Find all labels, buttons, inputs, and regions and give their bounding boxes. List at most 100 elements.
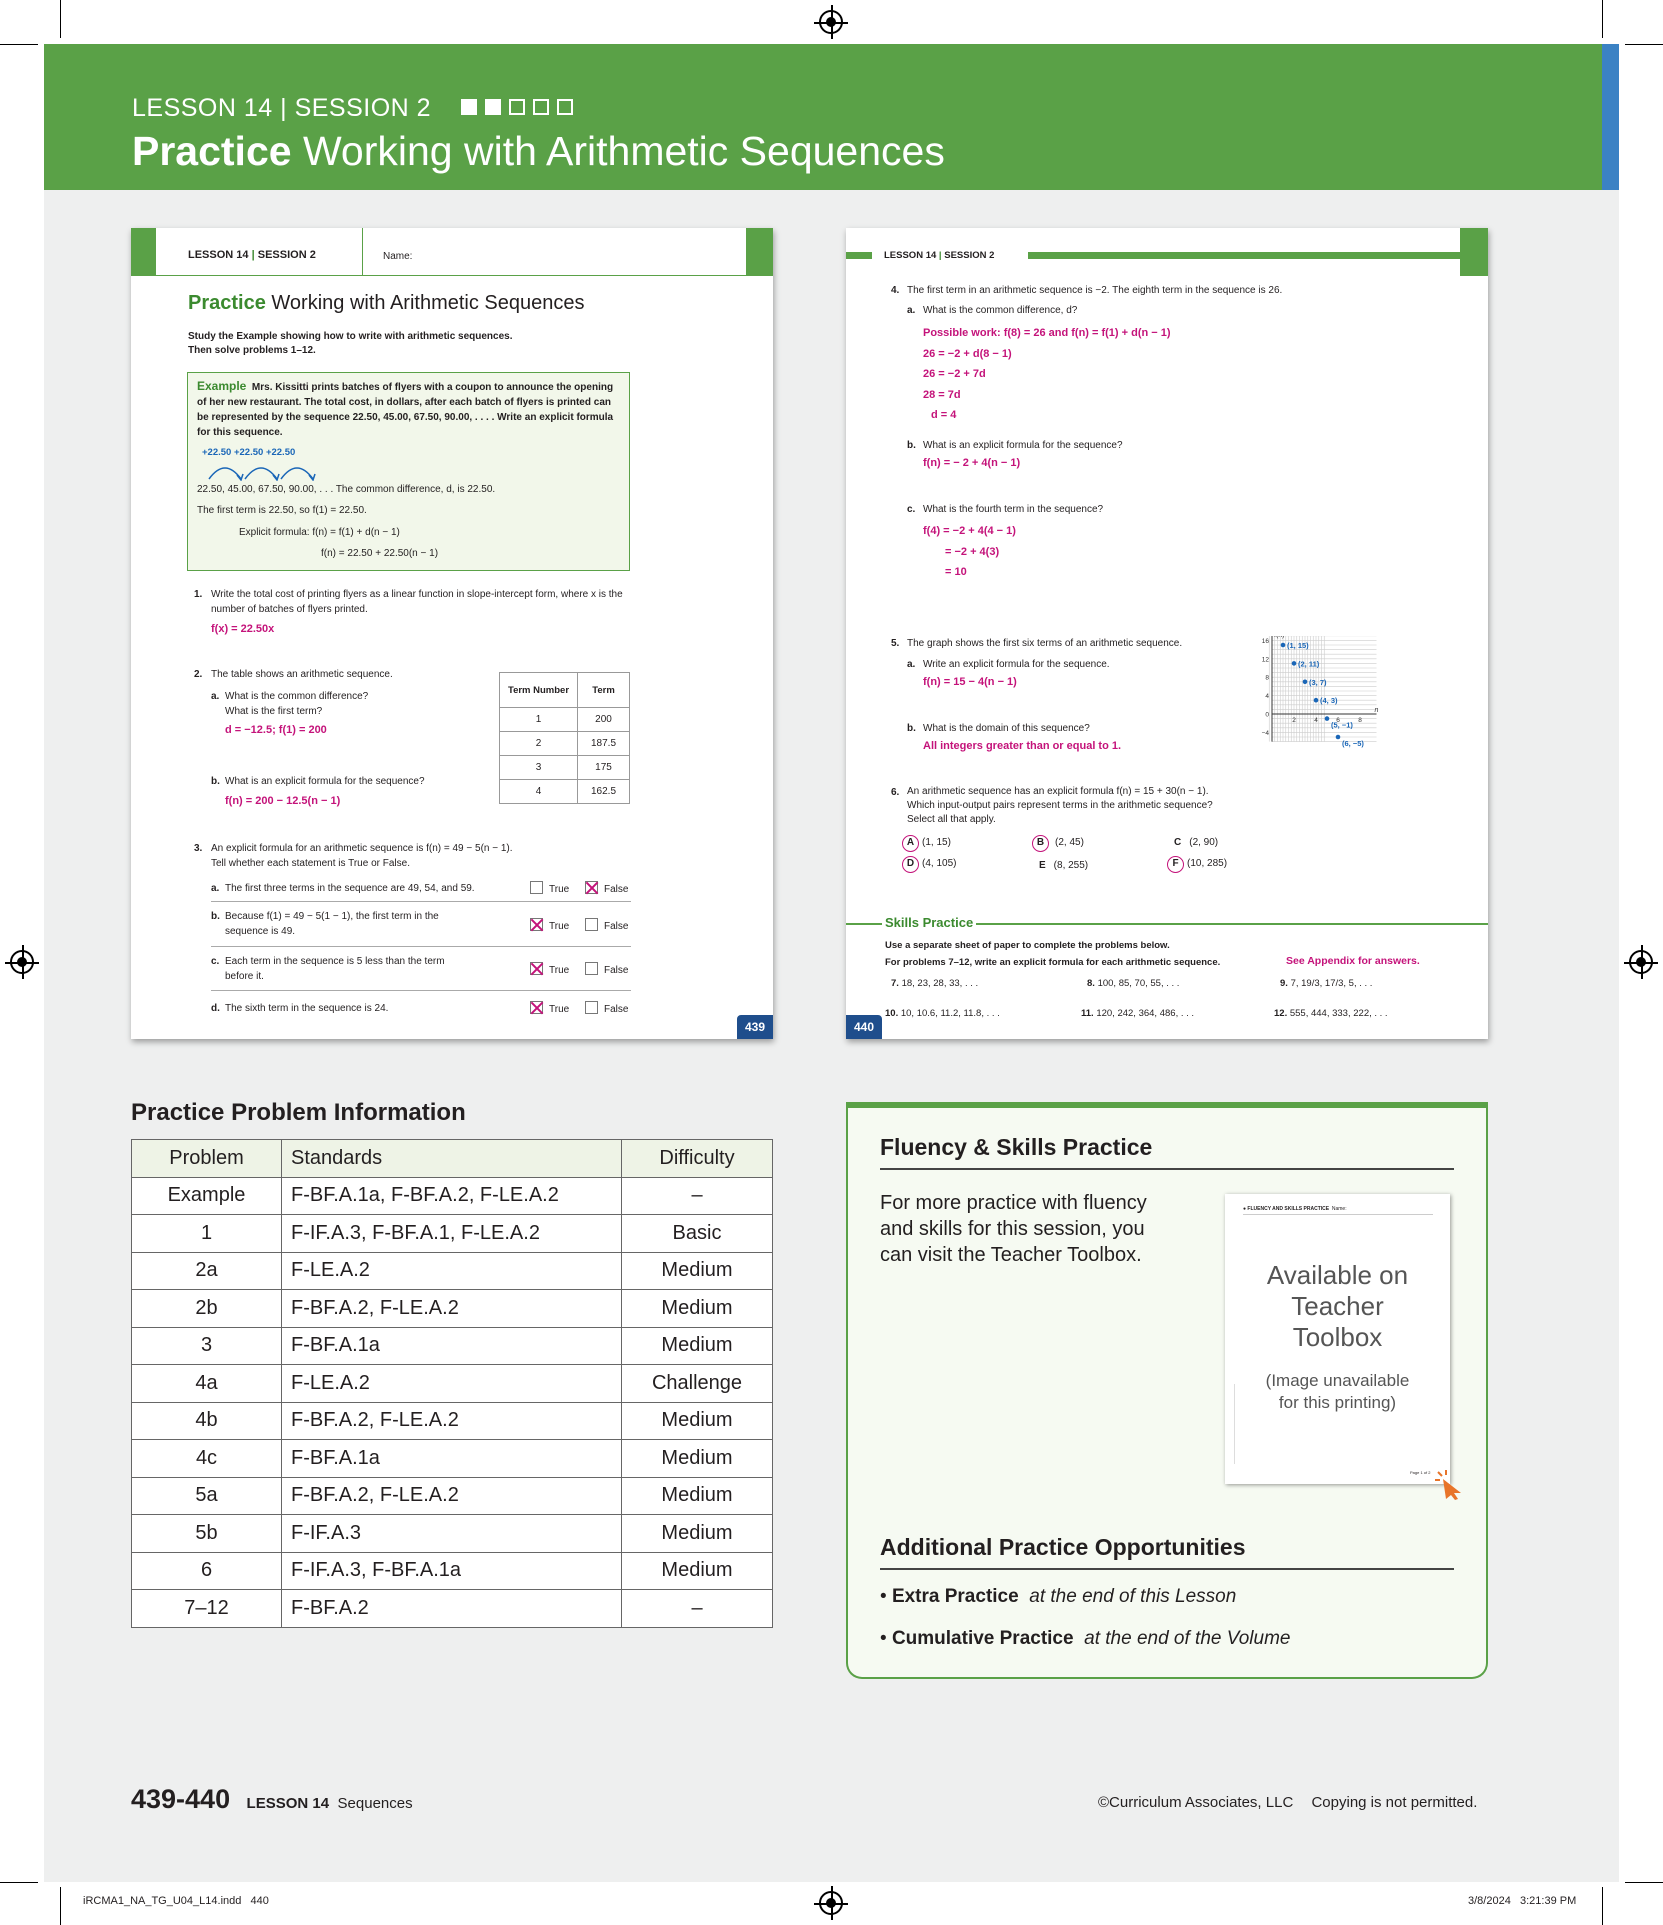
example-sequence: 22.50, 45.00, 67.50, 90.00, . . . The co… xyxy=(197,484,496,495)
checkbox[interactable] xyxy=(585,1001,598,1014)
checked-x-icon[interactable] xyxy=(530,918,543,931)
checkbox[interactable] xyxy=(585,962,598,975)
name-label: Name: xyxy=(383,251,413,262)
answer-choice-d[interactable]: D(4, 105) xyxy=(902,856,956,873)
false-option[interactable]: False xyxy=(585,962,628,978)
skills-problem: 10. 10, 10.6, 11.2, 11.8, . . . xyxy=(885,1008,1000,1019)
page-number-badge: 439 xyxy=(737,1015,773,1039)
problem-5b-question: What is the domain of this sequence? xyxy=(923,723,1090,734)
tick-label: 4 xyxy=(1314,717,1318,724)
problem-1-text: Write the total cost of printing flyers … xyxy=(211,589,623,615)
example-first-term: The first term is 22.50, so f(1) = 22.50… xyxy=(197,505,367,516)
crop-mark xyxy=(1625,1882,1663,1883)
data-label: (5, −1) xyxy=(1331,721,1353,730)
column-header: Term xyxy=(577,672,630,708)
instructions: Study the Example showing how to write w… xyxy=(188,331,513,356)
page-number-badge: 440 xyxy=(846,1015,882,1039)
problem-number: 4. xyxy=(891,285,900,296)
answer-choice-c[interactable]: C(2, 90) xyxy=(1174,837,1219,848)
data-point xyxy=(1280,642,1286,648)
tick-label: −4 xyxy=(1262,730,1270,737)
tick-label: 8 xyxy=(1265,675,1269,682)
cursor-click-icon[interactable] xyxy=(1435,1470,1465,1500)
problem-part-label: a. xyxy=(211,691,220,702)
true-false-list: a. The first three terms in the sequence… xyxy=(211,872,631,1025)
tick-label: 8 xyxy=(1358,717,1362,724)
tick-label: 0 xyxy=(1265,712,1269,719)
data-point xyxy=(1335,734,1341,740)
crop-mark xyxy=(60,1887,61,1925)
false-option[interactable]: False xyxy=(585,881,628,897)
data-label: (6, −5) xyxy=(1342,739,1364,748)
tick-label: 6 xyxy=(1336,717,1340,724)
data-point xyxy=(1302,679,1308,685)
crop-mark xyxy=(60,0,61,38)
true-option[interactable]: True xyxy=(530,881,569,897)
column-header: Standards xyxy=(281,1139,622,1178)
checkbox[interactable] xyxy=(530,881,543,894)
thumb-unavailable: (Image unavailable for this printing) xyxy=(1265,1371,1410,1412)
problem-6-text: An arithmetic sequence has an explicit f… xyxy=(907,786,1213,825)
problem-2a-answer: d = −12.5; f(1) = 200 xyxy=(225,724,327,736)
answer-choice-f[interactable]: F(10, 285) xyxy=(1167,856,1227,873)
banner-lesson-session: LESSON 14 | SESSION 2 xyxy=(132,94,573,123)
false-option[interactable]: False xyxy=(585,918,628,934)
true-option[interactable]: True xyxy=(530,1001,569,1017)
banner-tab xyxy=(1602,44,1619,190)
worksheet-thumbnail[interactable]: ● FLUENCY AND SKILLS PRACTICE Name: Avai… xyxy=(1225,1194,1450,1484)
y-axis-label: f(n) xyxy=(1274,636,1285,639)
checkbox[interactable] xyxy=(585,918,598,931)
checked-x-icon[interactable] xyxy=(585,881,598,894)
page-heading: Practice Working with Arithmetic Sequenc… xyxy=(188,292,585,314)
skills-instructions: Use a separate sheet of paper to complet… xyxy=(885,940,1221,968)
true-option[interactable]: True xyxy=(530,918,569,934)
student-page-439: LESSON 14 | SESSION 2 Name: Practice Wor… xyxy=(131,228,773,1039)
example-arrows-icon xyxy=(208,467,316,481)
problem-part-label: a. xyxy=(907,305,916,316)
data-label: (1, 15) xyxy=(1287,641,1309,650)
data-point xyxy=(1324,716,1330,721)
problem-2b-question: What is an explicit formula for the sequ… xyxy=(225,776,425,787)
column-header: Problem xyxy=(131,1139,282,1178)
problem-number: 6. xyxy=(891,787,900,798)
lesson-banner xyxy=(44,44,1602,190)
thumb-page: Page 1 of 2 xyxy=(1410,1470,1431,1475)
problem-4b-question: What is an explicit formula for the sequ… xyxy=(923,440,1123,451)
checked-x-icon[interactable] xyxy=(530,962,543,975)
example-formula: Explicit formula: f(n) = f(1) + d(n − 1) xyxy=(239,527,400,538)
answer-choice-b[interactable]: B(2, 45) xyxy=(1032,835,1084,852)
data-point xyxy=(1313,697,1319,703)
false-option[interactable]: False xyxy=(585,1001,628,1017)
answer-choice-e[interactable]: E(8, 255) xyxy=(1039,860,1089,871)
page-header-bar xyxy=(131,228,156,276)
skills-problem: 11. 120, 242, 364, 486, . . . xyxy=(1081,1008,1195,1019)
page-header-lesson: LESSON 14 | SESSION 2 xyxy=(188,249,316,261)
thumb-header: ● FLUENCY AND SKILLS PRACTICE Name: xyxy=(1243,1206,1347,1212)
problem-5a-answer: f(n) = 15 − 4(n − 1) xyxy=(923,676,1017,688)
answer-choice-a[interactable]: A(1, 15) xyxy=(902,835,951,852)
appendix-note: See Appendix for answers. xyxy=(1286,955,1420,967)
true-option[interactable]: True xyxy=(530,962,569,978)
page-header-bar xyxy=(1460,228,1488,276)
problem-2b-answer: f(n) = 200 − 12.5(n − 1) xyxy=(225,795,341,807)
problem-number: 3. xyxy=(194,843,203,854)
fluency-skills-panel: Fluency & Skills Practice For more pract… xyxy=(846,1102,1488,1679)
true-false-row: b. Because f(1) = 49 − 5(1 − 1), the fir… xyxy=(211,902,631,947)
page-header-bar xyxy=(746,228,773,276)
tick-label: 12 xyxy=(1262,656,1270,663)
checked-x-icon[interactable] xyxy=(530,1001,543,1014)
crop-mark xyxy=(0,1882,38,1883)
skills-problem: 7. 18, 23, 28, 33, . . . xyxy=(891,978,979,989)
slug-filename: iRCMA1_NA_TG_U04_L14.indd 440 xyxy=(83,1895,269,1907)
